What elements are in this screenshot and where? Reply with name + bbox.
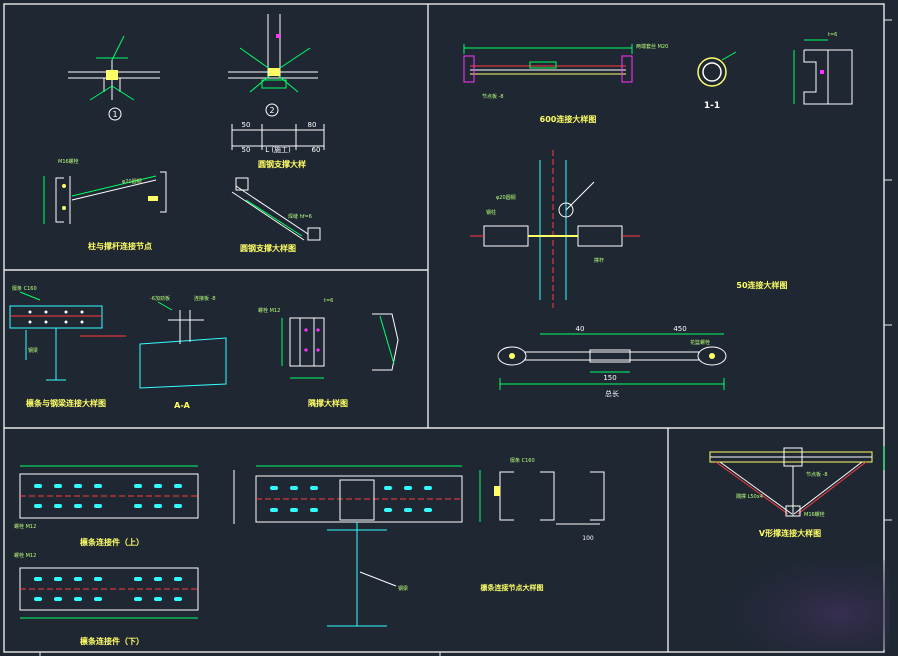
note-rod-end: 两端套丝 M20	[636, 43, 668, 50]
bracket-mark	[820, 70, 824, 74]
note-stiffener: -6加劲板	[150, 295, 170, 302]
purlin-beam-connection	[9, 291, 126, 381]
title-stiffener: 隅撑大样图	[308, 398, 348, 408]
marker-1: 1	[112, 110, 117, 119]
note-rod: φ20圆钢	[122, 178, 142, 185]
dim-50a: 50	[242, 121, 251, 129]
dim-50b: 50	[242, 146, 251, 154]
column-brace-node	[43, 171, 167, 224]
note-brace: 撑杆	[594, 257, 604, 264]
note-node-plate: 节点板 -8	[482, 93, 504, 100]
title-purlin-detail: 圆钢支撑大样	[258, 159, 306, 169]
title-aa: A-A	[174, 401, 191, 410]
marker-circle-2	[265, 103, 279, 117]
dim-40: 40	[576, 325, 585, 333]
note-channel: 檩条 C160	[510, 457, 535, 464]
node-2-mark	[276, 34, 280, 38]
dim-L: L (施工)	[265, 145, 291, 154]
dim-450: 450	[673, 325, 686, 333]
section-1-1	[697, 51, 737, 87]
node-bolt-a	[62, 184, 66, 188]
plate-lower-bolts	[34, 577, 182, 601]
rod-detail	[231, 177, 321, 241]
stiffener-detail	[281, 313, 399, 379]
dim-bar	[231, 124, 325, 150]
sheet-frame	[3, 3, 885, 653]
note-bolt-node: M16螺栓	[58, 158, 79, 165]
section-aa	[139, 301, 227, 389]
connection-50	[470, 150, 640, 308]
turnbuckle-rod	[497, 333, 727, 390]
rod-eye-right	[709, 353, 715, 359]
title-purlin-node: 檩条连接节点大样图	[481, 583, 544, 592]
corner-shading	[720, 560, 890, 650]
title-node-detail: 柱与撑杆连接节点	[88, 241, 152, 251]
dim-80: 80	[308, 121, 317, 129]
note-v-bolt: M16螺栓	[804, 511, 825, 518]
note-column: 钢柱	[486, 209, 496, 216]
dim-100: 100	[582, 535, 594, 542]
note-plate: 连接板 -8	[194, 295, 216, 302]
note-bolt-upper: 螺栓 M12	[14, 523, 36, 530]
node-weld	[148, 196, 158, 201]
v-brace	[709, 446, 885, 517]
plate-lower	[19, 567, 199, 619]
purlin-bolts	[28, 310, 84, 324]
note-plate-t: t=6	[828, 32, 837, 38]
stiffener-bolts	[304, 328, 320, 352]
note-v-plate: 节点板 -8	[806, 471, 828, 478]
note-bolt-lower: 螺栓 M12	[14, 552, 36, 559]
node-1-plate	[106, 70, 118, 80]
title-plate-upper: 檩条连接件（上）	[80, 537, 144, 547]
title-beam-detail: 檩条与钢梁连接大样图	[26, 398, 106, 408]
note-purlin: 檩条 C160	[12, 285, 37, 292]
note-rod-lower: φ20圆钢	[496, 194, 516, 201]
rod-eye-left	[509, 353, 515, 359]
bracket-detail	[793, 39, 853, 105]
title-connection-50: 50连接大样图	[736, 280, 787, 290]
title-v-brace: V形撑连接大样图	[759, 528, 821, 538]
note-turnbuckle: 花篮螺栓	[690, 339, 710, 346]
note-thickness: t=6	[324, 298, 333, 304]
marker-2: 2	[269, 106, 274, 115]
note-beam: 钢梁	[28, 347, 38, 354]
title-plate-lower: 檩条连接件（下）	[80, 636, 144, 646]
title-rod-detail: 圆钢支撑大样图	[240, 243, 296, 253]
purlin-node	[233, 465, 463, 627]
note-beam-lower: 钢梁	[398, 585, 408, 592]
note-bolt-small: 螺栓 M12	[258, 307, 280, 314]
frame-ticks	[39, 19, 892, 656]
title-rod-600: 600连接大样图	[540, 114, 597, 124]
plate-upper-bolts	[34, 484, 182, 508]
plate-upper	[19, 465, 199, 519]
rod-600-detail	[463, 44, 633, 83]
dim-60: 60	[312, 146, 321, 154]
dim-total: 总长	[605, 389, 619, 398]
note-weld: 焊缝 hf=6	[288, 213, 312, 220]
channel-plate	[494, 486, 500, 496]
node-bolt-b	[62, 206, 66, 210]
purlin-node-bolts	[270, 486, 432, 512]
note-brace-angle: 隅撑 L50x4	[736, 493, 763, 500]
node-2-plate	[268, 68, 280, 76]
dim-150: 150	[603, 374, 616, 382]
title-section-11: 1-1	[704, 101, 720, 111]
marker-circle-1	[108, 107, 122, 121]
